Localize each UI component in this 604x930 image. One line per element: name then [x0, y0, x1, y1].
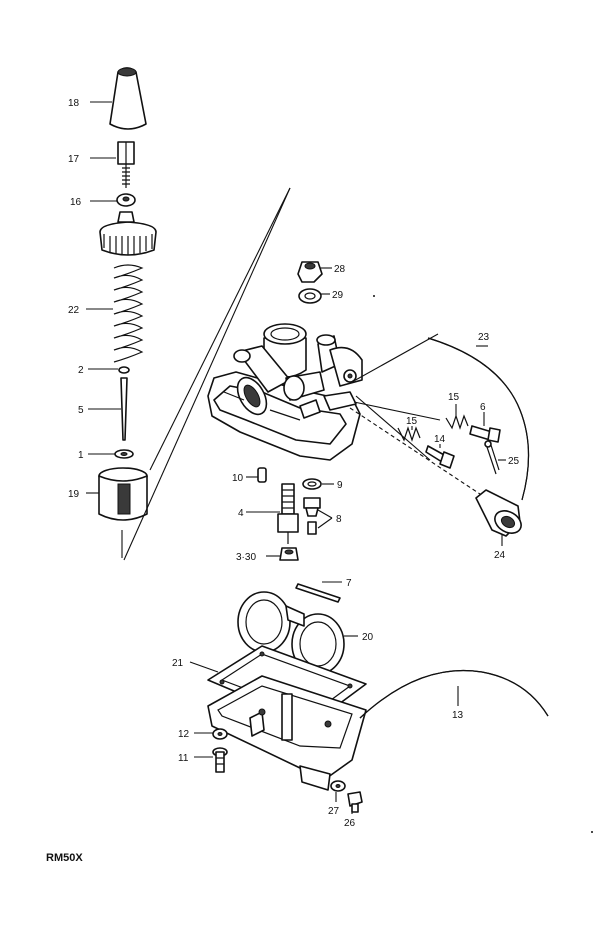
- callout-28: 28: [334, 264, 346, 275]
- callout-11: 11: [178, 753, 189, 764]
- part-20-float: [237, 591, 345, 675]
- part-15-spring-upper: [445, 414, 469, 430]
- callout-4: 4: [238, 508, 244, 519]
- callout-7: 7: [346, 578, 352, 589]
- part-14-air-screw: [425, 445, 455, 469]
- part-19-throttle-valve: [98, 467, 148, 521]
- part-22-throttle-spring: [113, 264, 144, 363]
- callout-1: 1: [78, 450, 84, 461]
- part-11-screw: [212, 747, 228, 773]
- part-3-30-main-jet: [279, 547, 299, 561]
- callout-29: 29: [332, 290, 344, 301]
- callout-17: 17: [68, 154, 80, 165]
- callout-5: 5: [78, 405, 84, 416]
- callout-10: 10: [232, 473, 244, 484]
- callout-26: 26: [344, 818, 356, 829]
- carburetor-body: [207, 323, 363, 461]
- model-code-label: RM50X: [46, 852, 83, 864]
- part-10-jet-holder-pin: [257, 467, 267, 483]
- scan-speck: [591, 831, 593, 833]
- part-28-cap-nut: [297, 261, 323, 283]
- part-mixing-chamber-cap: [99, 211, 157, 256]
- callout-leaders: [86, 101, 506, 814]
- part-25-cotter-pin: [484, 440, 500, 475]
- callout-12: 12: [178, 729, 190, 740]
- callout-24: 24: [494, 550, 506, 561]
- callout-2: 2: [78, 365, 84, 376]
- part-17-cable-adjuster: [117, 141, 135, 188]
- part-4-needle-jet: [277, 483, 299, 544]
- callout-15-upper: 15: [448, 392, 460, 403]
- part-16-lock-nut: [116, 193, 136, 207]
- callout-14: 14: [434, 434, 446, 445]
- callout-23: 23: [478, 332, 490, 343]
- callout-20: 20: [362, 632, 374, 643]
- part-24-rubber-cap: [475, 489, 522, 537]
- callout-18: 18: [68, 98, 80, 109]
- callout-15-lower: 15: [406, 416, 418, 427]
- part-8-jet-set: [303, 497, 321, 535]
- part-5-jet-needle: [120, 377, 128, 441]
- callout-8: 8: [336, 514, 342, 525]
- part-12-washer: [212, 728, 228, 740]
- callout-16: 16: [70, 197, 82, 208]
- part-7-float-pin: [295, 583, 341, 603]
- callout-27: 27: [328, 806, 340, 817]
- part-9-o-ring: [302, 478, 322, 490]
- part-18-cable-cap: [109, 67, 147, 130]
- scan-speck: [373, 295, 375, 297]
- callout-9: 9: [337, 480, 343, 491]
- part-15-spring-lower: [397, 426, 421, 442]
- part-6-throttle-stop-screw: [469, 425, 501, 443]
- callout-25: 25: [508, 456, 520, 467]
- callout-19: 19: [68, 489, 80, 500]
- part-2-needle-clip: [118, 366, 130, 374]
- callout-6: 6: [480, 402, 486, 413]
- part-1-washer: [114, 449, 134, 459]
- callout-3-30: 3·30: [236, 552, 256, 563]
- part-26-drain-screw: [347, 791, 363, 813]
- part-13-overflow-tube: [359, 669, 549, 719]
- part-29-washer: [298, 288, 322, 304]
- assembly-guide-lines-right: [349, 333, 487, 499]
- assembly-guide-lines: [121, 187, 291, 561]
- callout-13: 13: [452, 710, 464, 721]
- callout-22: 22: [68, 305, 80, 316]
- callout-21: 21: [172, 658, 184, 669]
- part-23-vent-tube: [427, 337, 530, 501]
- part-27-washer: [330, 780, 346, 792]
